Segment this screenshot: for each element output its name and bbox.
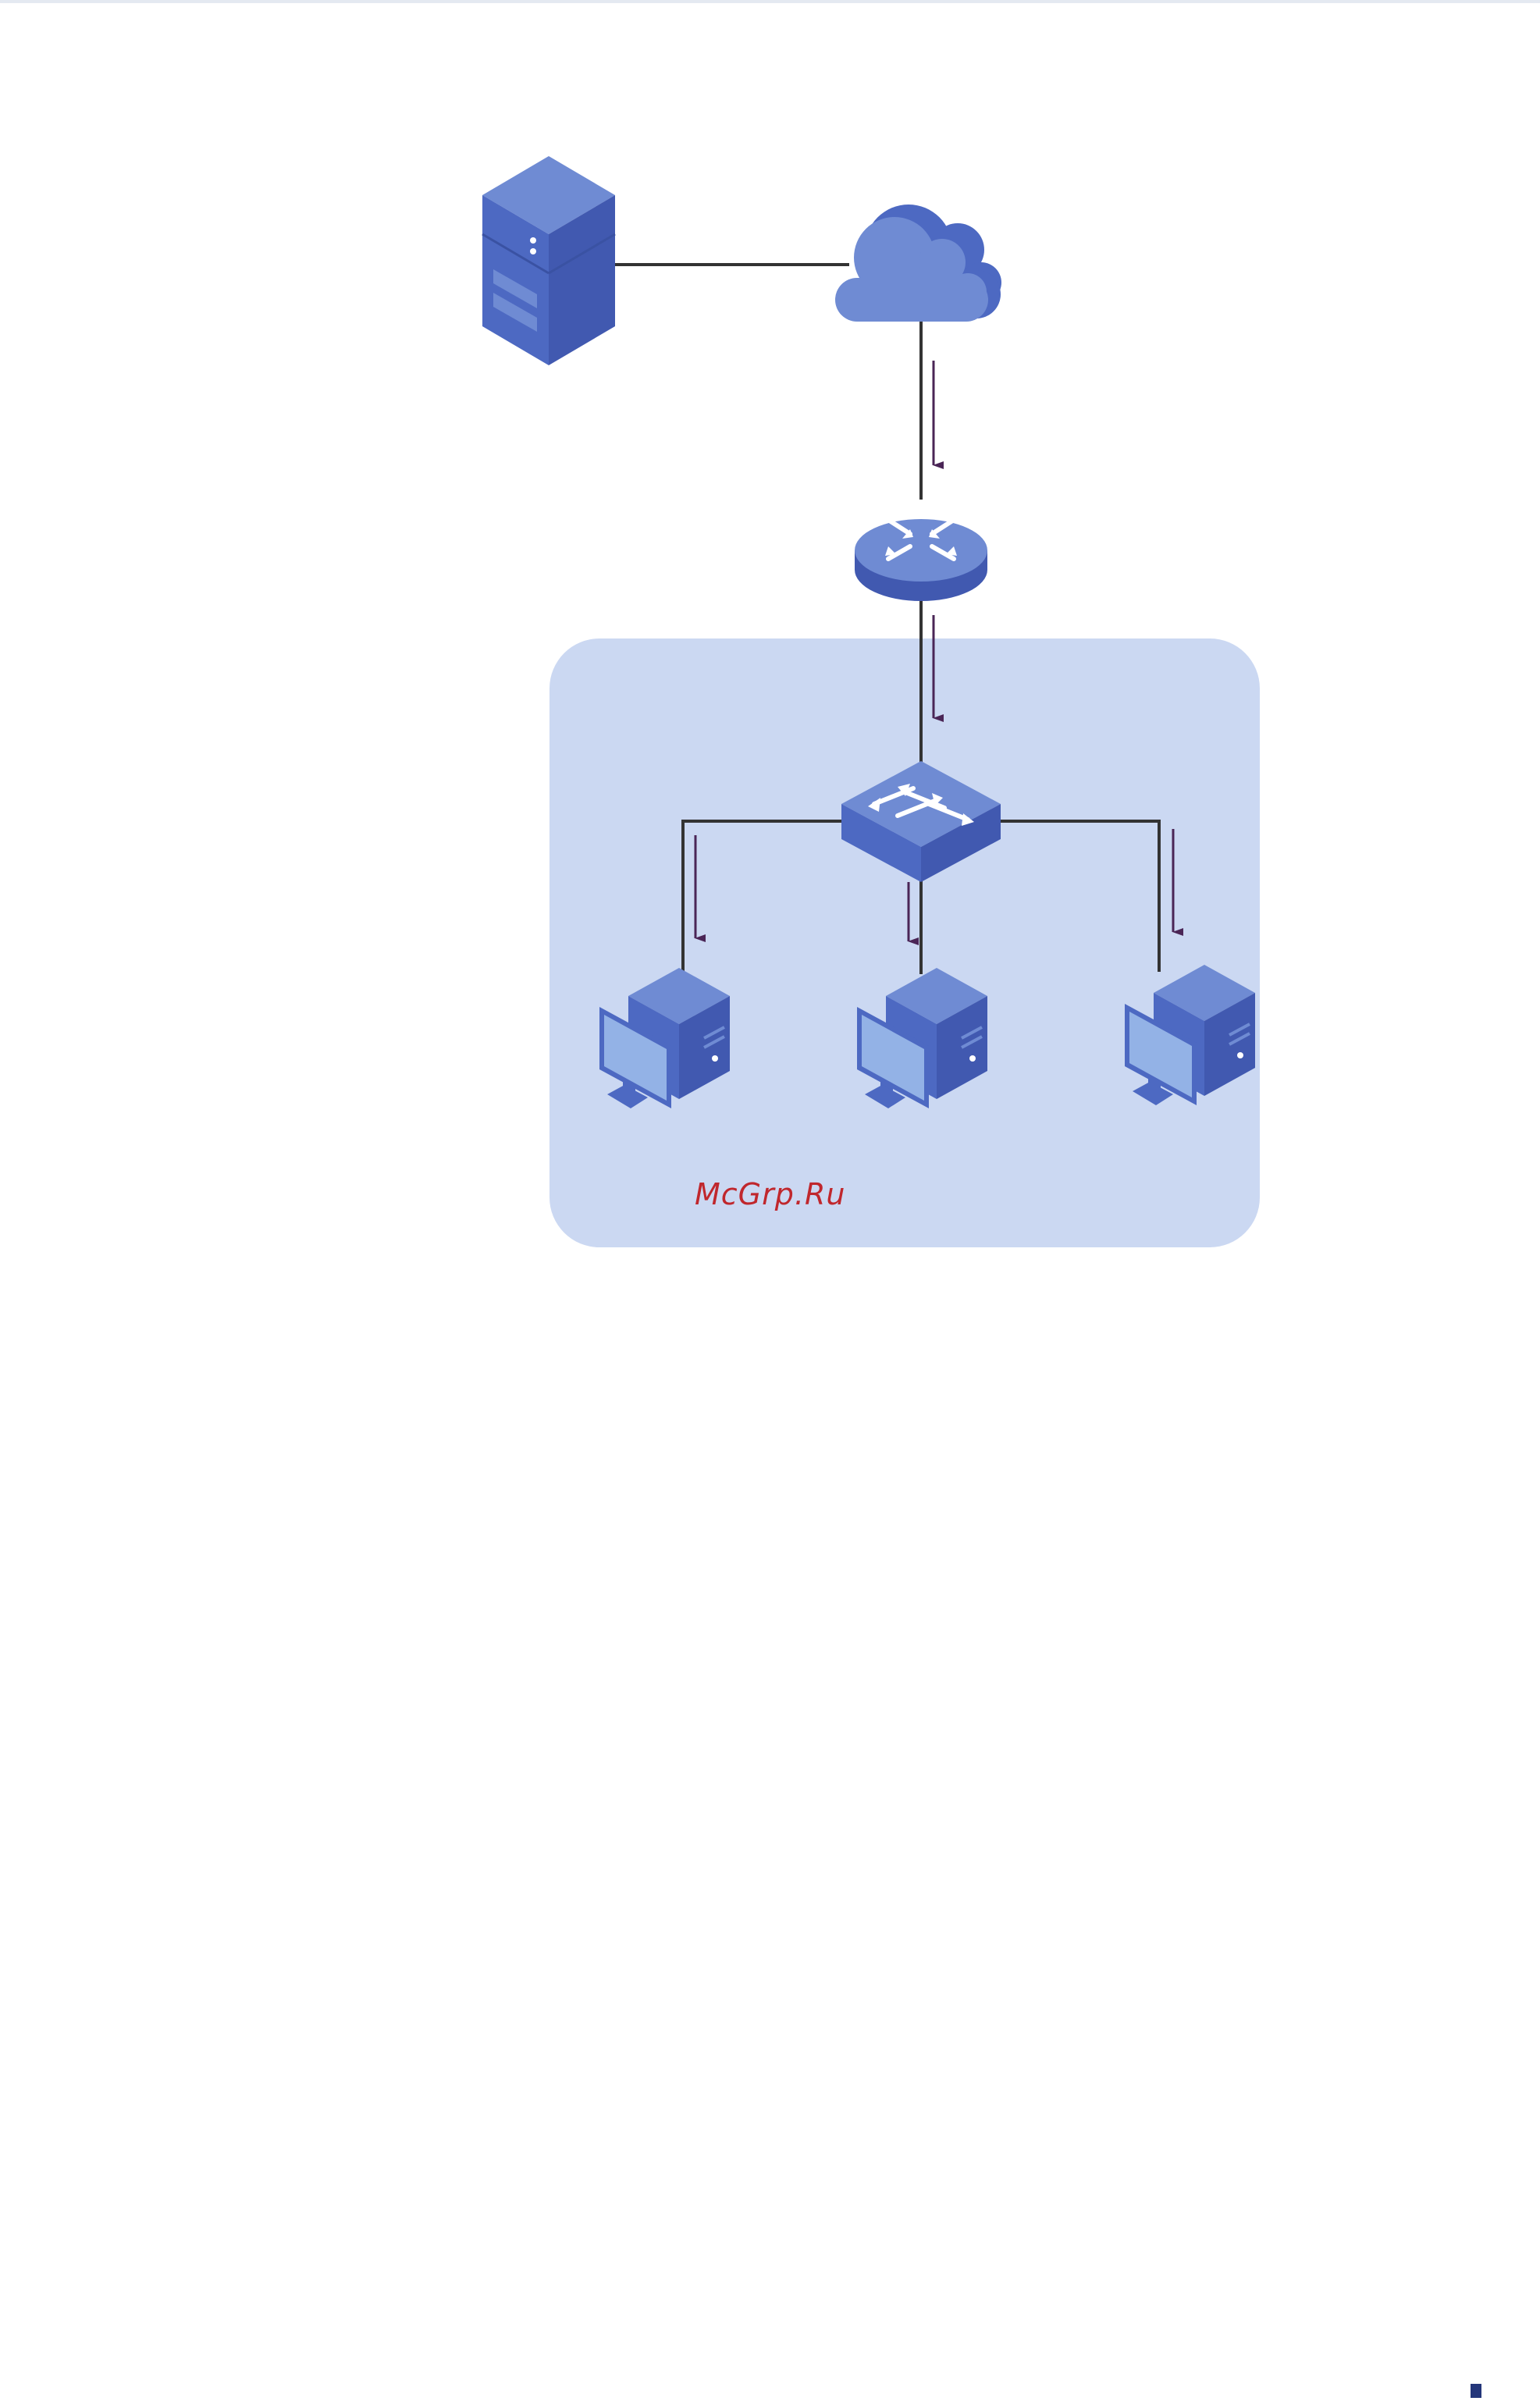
corner-mark [1471,2384,1481,2398]
cloud-icon[interactable] [835,205,1001,322]
watermark-text: McGrp.Ru [695,1177,845,1211]
router-icon[interactable] [855,519,987,601]
server-icon[interactable] [482,156,615,365]
lan-zone [549,638,1260,1247]
